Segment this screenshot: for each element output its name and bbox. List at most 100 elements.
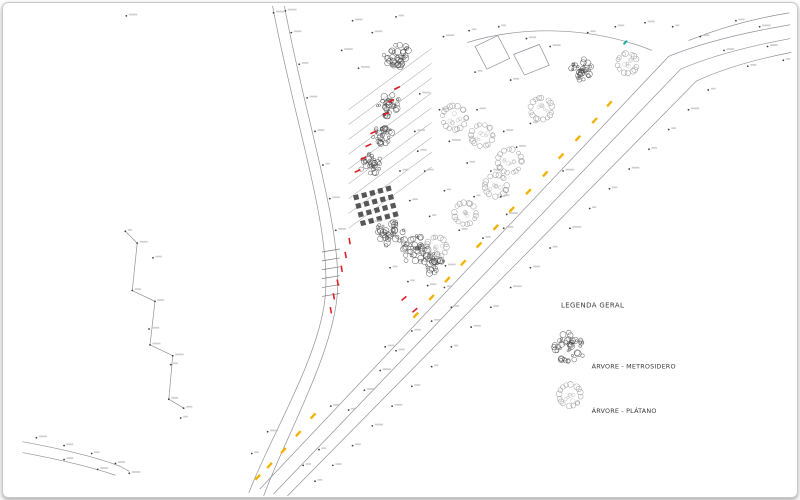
planter-cell <box>357 211 364 218</box>
yellow-marker <box>591 117 598 124</box>
hatch-line <box>348 77 432 140</box>
yellow-marker <box>557 152 565 160</box>
plan-line <box>474 35 511 70</box>
survey-point <box>167 397 179 401</box>
survey-point <box>413 129 426 133</box>
survey-point <box>458 228 468 232</box>
survey-point <box>723 48 735 52</box>
survey-point <box>90 451 100 455</box>
planter-cell <box>387 194 395 201</box>
metrosidero-layer <box>358 42 594 364</box>
survey-point <box>442 34 455 38</box>
planter-cell <box>368 217 375 225</box>
metrosidero-tree-icon <box>568 56 594 83</box>
legend-item-platano-label: ÁRVORE - PLÁTANO <box>592 406 657 415</box>
planter-cell <box>381 204 389 212</box>
red-marker <box>382 111 390 116</box>
red-marker <box>401 295 407 302</box>
survey-point <box>482 235 491 240</box>
survey-point <box>136 240 148 244</box>
survey-point <box>35 435 47 439</box>
survey-point <box>124 229 133 233</box>
red-marker <box>360 156 367 161</box>
metrosidero-tree-icon <box>371 125 396 147</box>
survey-point <box>628 166 640 170</box>
survey-point <box>707 87 716 91</box>
survey-point <box>490 168 501 172</box>
survey-point <box>766 44 778 48</box>
survey-point <box>340 48 353 52</box>
planter-cell <box>385 185 392 192</box>
planter-cell <box>369 189 376 197</box>
survey-point <box>423 168 434 172</box>
survey-point <box>179 415 188 419</box>
hatch-line <box>348 48 432 110</box>
survey-point <box>329 403 341 407</box>
planter-cell <box>392 211 399 218</box>
metrosidero-tree-icon <box>358 151 382 176</box>
plan-line <box>22 452 116 476</box>
survey-point <box>509 77 520 81</box>
planter-grid <box>352 185 399 227</box>
survey-point <box>782 58 791 62</box>
survey-point <box>529 121 538 125</box>
survey-point <box>125 13 138 17</box>
survey-point <box>443 188 451 192</box>
survey-point <box>450 344 459 348</box>
survey-point <box>318 447 327 451</box>
survey-point <box>250 451 259 455</box>
survey-point <box>171 353 184 357</box>
planter-cell <box>361 191 368 199</box>
survey-point <box>357 66 370 70</box>
hatch-layer <box>348 48 432 229</box>
planter-cell <box>371 198 378 205</box>
survey-point <box>96 467 109 471</box>
survey-point <box>351 18 363 22</box>
platano-layer <box>424 50 640 410</box>
survey-point <box>476 107 486 111</box>
platano-tree-icon <box>440 102 470 133</box>
survey-point <box>588 206 597 210</box>
survey-point <box>389 265 398 269</box>
survey-point <box>687 107 700 111</box>
stair-line <box>321 284 340 288</box>
survey-point <box>515 145 526 149</box>
survey-point <box>569 226 582 230</box>
red-marker <box>411 307 418 313</box>
survey-point <box>314 129 325 133</box>
survey-point <box>529 265 541 269</box>
survey-point <box>407 279 415 283</box>
plan-line <box>467 30 653 51</box>
survey-point <box>473 194 481 198</box>
survey-point <box>549 245 558 249</box>
survey-point <box>468 28 477 32</box>
survey-point <box>149 342 161 346</box>
survey-point <box>430 364 439 368</box>
survey-point <box>395 14 405 18</box>
survey-point <box>499 194 510 198</box>
yellow-marker <box>542 170 549 178</box>
platano-tree-icon <box>451 199 479 227</box>
red-marker <box>348 237 351 245</box>
legend-group: LEGENDA GERAL ÁRVORE - METROSIDERO ÁRVOR… <box>561 301 675 415</box>
misc-markers-layer <box>622 40 628 46</box>
hatch-line <box>348 151 432 214</box>
planter-cell <box>359 219 367 227</box>
survey-point <box>410 328 421 332</box>
survey-point <box>430 318 441 323</box>
hatch-line <box>348 92 432 155</box>
survey-point <box>490 305 499 309</box>
site-plan-svg: LEGENDA GERAL ÁRVORE - METROSIDERO ÁRVOR… <box>22 5 792 497</box>
survey-point <box>428 214 437 218</box>
survey-point <box>562 168 575 172</box>
planter-cell <box>363 200 370 207</box>
survey-point <box>266 429 278 433</box>
survey-point <box>443 285 453 289</box>
survey-point <box>152 255 162 259</box>
survey-point <box>334 228 347 232</box>
platano-tree-icon <box>424 234 450 260</box>
survey-point <box>169 362 178 366</box>
survey-point <box>608 186 618 190</box>
survey-point <box>371 30 383 34</box>
survey-point <box>331 463 342 467</box>
